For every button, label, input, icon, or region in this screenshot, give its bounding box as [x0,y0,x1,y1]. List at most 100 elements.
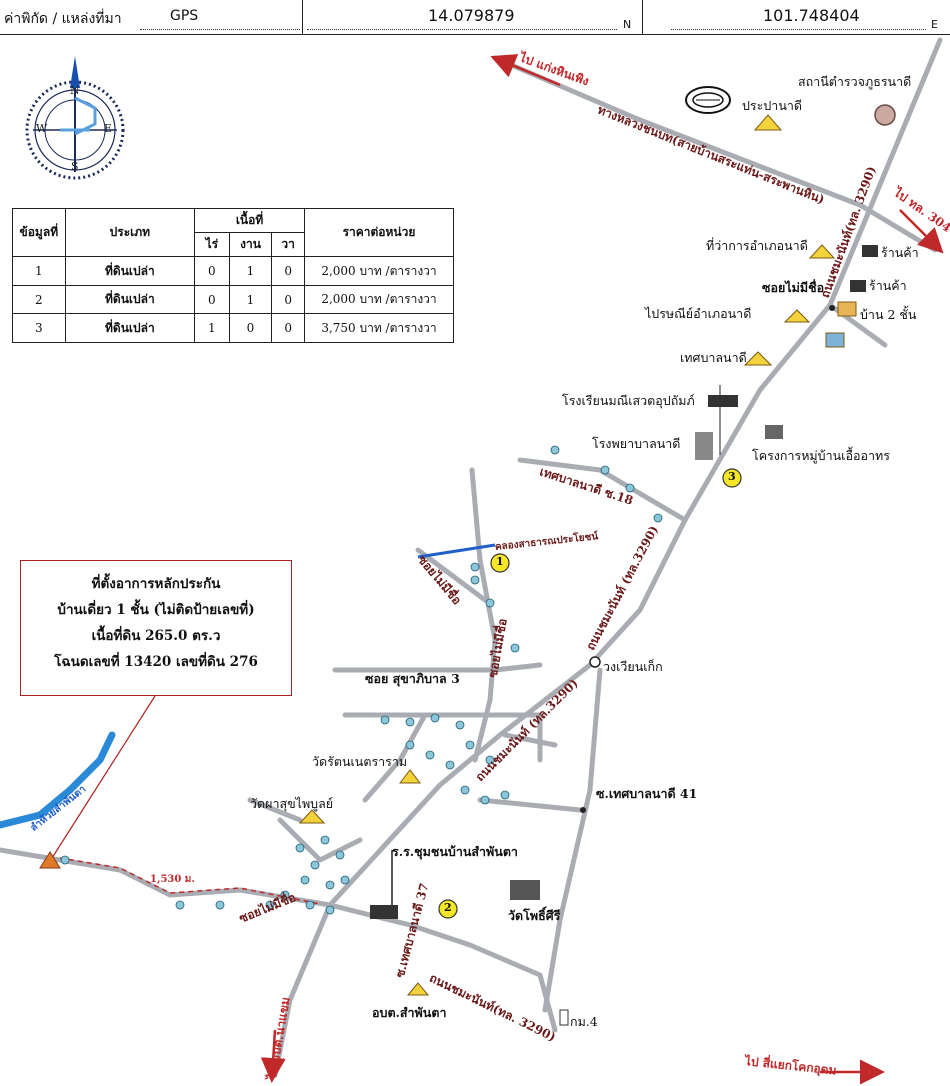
sao-icon [406,982,430,996]
temple-icon [398,769,422,784]
row-ngan: 1 [228,285,273,314]
hospital-icon [695,432,713,460]
marker-3 [722,468,742,488]
row-type: ที่ดินเปล่า [64,285,196,314]
longitude-cell: 101.748404 E [643,0,950,34]
row-price: 3,750 บาท /ตารางวา [303,313,455,343]
stadium-icon [685,86,731,114]
coord-label: ค่าพิกัด / แหล่งที่มา [4,11,122,27]
table-row: 3 ที่ดินเปล่า 1 0 0 3,750 บาท /ตารางวา [12,313,455,343]
header-bar: ค่าพิกัด / แหล่งที่มา GPS 14.079879 N 10… [0,0,950,35]
col-header-wa: วา [271,232,305,257]
roundabout-icon [589,656,601,668]
label-housing: โครงการหมู่บ้านเอื้ออาทร [752,448,890,463]
label-soi-41: ซ.เทศบาลนาดี 41 [596,786,698,801]
row-ngan: 1 [228,256,273,286]
table-row: 1 ที่ดินเปล่า 0 1 0 2,000 บาท /ตารางวา [12,256,455,286]
municipality-icon [743,351,773,366]
river [0,731,116,829]
marker-2 [438,899,458,919]
label-wat-rattana: วัดรัตนเนตราราม [312,754,408,769]
latitude-suffix: N [623,18,632,31]
compass-w: W [36,122,48,135]
junction-dot [829,305,835,311]
row-price: 2,000 บาท /ตารางวา [303,285,455,314]
label-soi-sukhaphiban: ซอย สุขาภิบาล 3 [365,671,460,686]
junction-dot [580,807,586,813]
label-shop-1: ร้านค้า [881,245,919,260]
police-icon [874,104,896,126]
row-wa: 0 [271,313,305,343]
government-icon [808,244,836,259]
label-house-2-storey: บ้าน 2 ชั้น [860,307,917,322]
row-wa: 0 [271,256,305,286]
arrow-to-kaeng [490,54,561,87]
shop-icon [850,280,866,292]
label-district-office: ที่ว่าการอำเภอนาดี [706,238,808,253]
coord-source: GPS [170,8,199,24]
marker-1 [490,553,510,573]
housing-icon [765,425,783,439]
row-no: 2 [12,285,66,314]
label-police: สถานีตำรวจภูธรนาดี [798,74,912,89]
marker-3-label: 3 [728,470,736,483]
canal [417,543,496,559]
label-soi-no-name-top: ซอยไม่มีชื่อ [762,280,825,295]
marker-2-label: 2 [444,901,452,914]
label-distance: 1,530 ม. [150,874,195,885]
community-school-icon [370,905,398,919]
coord-source-cell: ค่าพิกัด / แหล่งที่มา GPS [0,0,303,34]
latitude-value: 14.079879 [428,6,515,25]
temple-icon [298,809,326,824]
label-hospital: โรงพยาบาลนาดี [592,436,681,451]
callout-leader [51,695,156,859]
house-icon [837,301,857,317]
row-ngan: 0 [228,313,273,343]
row-rai: 0 [194,256,230,286]
label-wat-pha: วัดผาสุขไพบูลย์ [250,796,334,811]
subject-property-marker [39,851,61,869]
label-sao: อบต.สำพันตา [372,1005,447,1020]
label-wat-phothi: วัดโพธิ์ศีรี [508,908,561,923]
longitude-suffix: E [931,18,938,31]
label-municipality: เทศบาลนาดี [680,350,747,365]
col-header-rai: ไร่ [194,232,230,257]
label-roundabout: วงเวียนเก็ก [603,659,663,674]
callout-line-4: โฉนดเลขที่ 13420 เลขที่ดิน 276 [54,654,258,670]
row-no: 1 [12,256,66,286]
longitude-value: 101.748404 [763,6,860,25]
row-rai: 0 [194,285,230,314]
row-type: ที่ดินเปล่า [64,256,196,286]
house-icon [825,332,845,348]
table-row: 2 ที่ดินเปล่า 0 1 0 2,000 บาท /ตารางวา [12,285,455,314]
row-type: ที่ดินเปล่า [64,313,196,343]
callout-line-1: ที่ตั้งอาการหลักประกัน [91,576,221,592]
compass-rose [25,56,125,180]
marker-1-label: 1 [496,555,504,568]
main-road [272,37,943,1078]
km-post-icon [559,1009,569,1026]
col-header-no: ข้อมูลที่ [12,208,66,257]
wat-phothi-icon [510,880,540,900]
label-shop-2: ร้านค้า [869,278,907,293]
label-post-office: ไปรษณีย์อำเภอนาดี [645,306,752,321]
dotted-line [671,28,926,30]
row-price: 2,000 บาท /ตารางวา [303,256,455,286]
col-header-price: ราคาต่อหน่วย [303,208,455,257]
arrow-to-sao [260,1029,286,1083]
compass-n: N [70,84,80,97]
label-school: โรงเรียนมณีเสวตอุปถัมภ์ [562,393,695,408]
label-waterworks: ประปานาดี [742,98,802,113]
callout-line-3: เนื้อที่ดิน 265.0 ตร.ว [91,628,221,644]
latitude-cell: 14.079879 N [303,0,643,34]
row-rai: 1 [194,313,230,343]
row-no: 3 [12,313,66,343]
post-icon [783,309,811,323]
dotted-line [140,28,300,30]
temple-icon [753,114,783,131]
dotted-line [307,28,617,30]
compass-e: E [104,122,113,135]
row-wa: 0 [271,285,305,314]
shop-icon [862,245,878,257]
